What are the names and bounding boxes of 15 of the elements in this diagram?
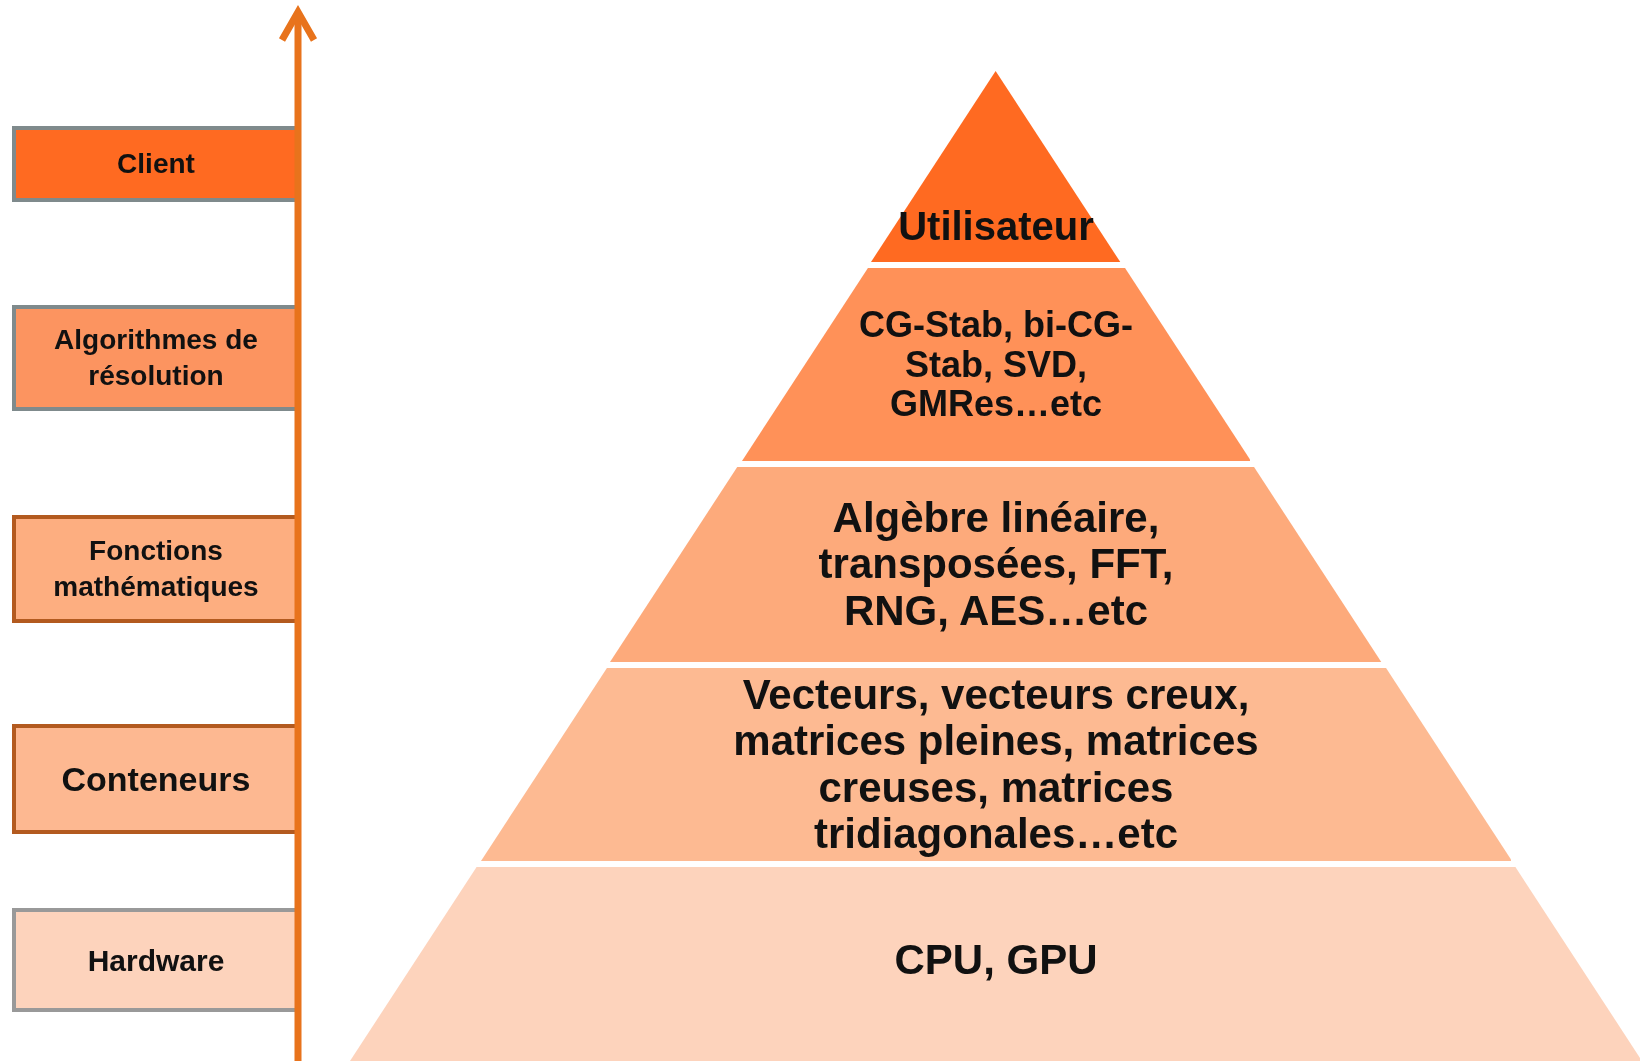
level-label: Conteneurs	[61, 758, 251, 800]
level-label: Hardware	[87, 942, 225, 979]
layer-label: CPU, GPU	[894, 936, 1098, 984]
level-label: Fonctions mathématiques	[52, 533, 260, 604]
layer-label: CG-Stab, bi-CG-Stab, SVD, GMRes…etc	[858, 305, 1134, 424]
pyramid-apex	[871, 71, 1121, 262]
pyramid-layer	[610, 467, 1382, 662]
layer-label: Algèbre linéaire, transposées, FFT, RNG, AES…etc	[817, 495, 1175, 634]
pyramid-layer	[350, 867, 1640, 1061]
level-label: Algorithmes de résolution	[53, 322, 259, 393]
pyramid-layer	[741, 268, 1251, 461]
pyramid-layer	[480, 668, 1512, 861]
layer-label: Utilisateur	[898, 204, 1094, 248]
level-label: Client	[117, 146, 195, 181]
layer-label: Vecteurs, vecteurs creux, matrices pleines, matrices creuses, matrices tridiagonales…etc	[732, 672, 1260, 857]
